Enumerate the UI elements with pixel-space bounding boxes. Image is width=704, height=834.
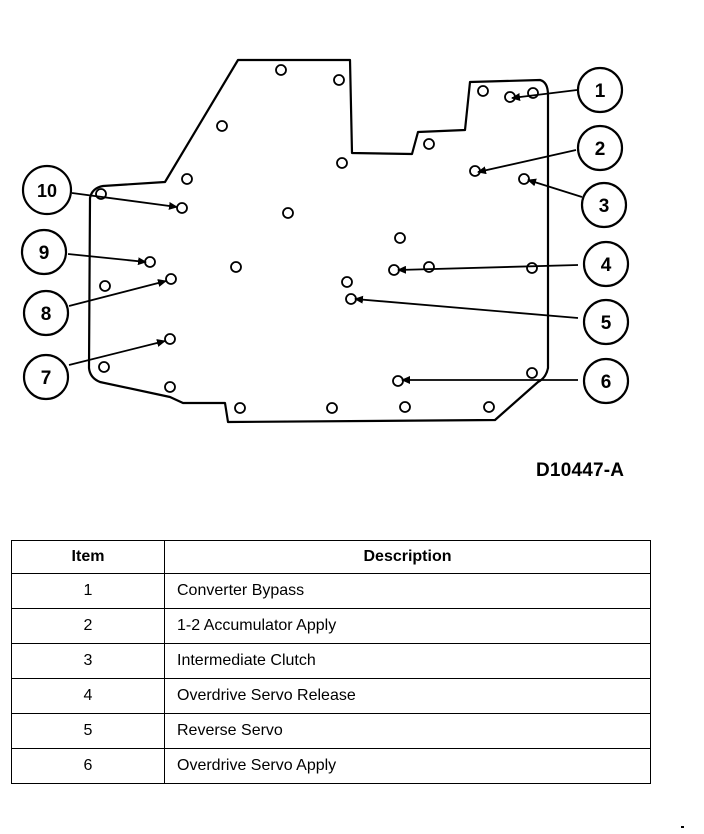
svg-text:10: 10 bbox=[37, 181, 57, 201]
description-cell: Intermediate Clutch bbox=[164, 643, 651, 679]
callout-3: 3 bbox=[580, 181, 628, 229]
callout-4: 4 bbox=[582, 240, 630, 288]
leader-4 bbox=[397, 264, 579, 274]
item-cell: 6 bbox=[11, 748, 165, 784]
table-header-row: Item Description bbox=[11, 540, 651, 574]
svg-text:4: 4 bbox=[601, 255, 612, 276]
callout-9: 9 bbox=[20, 228, 68, 276]
svg-text:9: 9 bbox=[39, 243, 50, 264]
svg-text:1: 1 bbox=[595, 81, 606, 102]
leader-5 bbox=[354, 295, 579, 319]
figure-id: D10447-A bbox=[536, 460, 625, 481]
callout-6: 6 bbox=[582, 357, 630, 405]
header-description: Description bbox=[164, 540, 651, 574]
plate-holes bbox=[95, 64, 539, 414]
svg-text:3: 3 bbox=[599, 196, 610, 217]
callout-2: 2 bbox=[576, 124, 624, 172]
table-row: 2 1-2 Accumulator Apply bbox=[11, 608, 651, 644]
item-cell: 3 bbox=[11, 643, 165, 679]
description-cell: Overdrive Servo Release bbox=[164, 678, 651, 714]
legend-table: Item Description 1 Converter Bypass 2 1-… bbox=[11, 540, 651, 784]
description-cell: Overdrive Servo Apply bbox=[164, 748, 651, 784]
leader-1 bbox=[511, 89, 578, 101]
header-item: Item bbox=[11, 540, 165, 574]
leader-7 bbox=[68, 339, 166, 366]
callout-5: 5 bbox=[582, 298, 630, 346]
table-row: 5 Reverse Servo bbox=[11, 713, 651, 749]
description-cell: 1-2 Accumulator Apply bbox=[164, 608, 651, 644]
svg-text:6: 6 bbox=[601, 372, 612, 393]
callout-10: 10 bbox=[21, 164, 73, 216]
leader-9 bbox=[67, 253, 147, 266]
description-cell: Reverse Servo bbox=[164, 713, 651, 749]
leader-3 bbox=[527, 178, 583, 198]
leader-8 bbox=[68, 279, 167, 307]
svg-text:2: 2 bbox=[595, 139, 606, 160]
item-cell: 5 bbox=[11, 713, 165, 749]
plate-outline bbox=[87, 58, 550, 424]
speck-mark bbox=[681, 826, 684, 828]
svg-text:5: 5 bbox=[601, 313, 612, 334]
svg-text:7: 7 bbox=[41, 368, 52, 389]
callout-7: 7 bbox=[22, 353, 70, 401]
table-row: 3 Intermediate Clutch bbox=[11, 643, 651, 679]
leader-2 bbox=[477, 149, 577, 175]
svg-text:8: 8 bbox=[41, 304, 52, 325]
callout-8: 8 bbox=[22, 289, 70, 337]
leader-10 bbox=[71, 192, 178, 210]
table-row: 1 Converter Bypass bbox=[11, 573, 651, 609]
table-row: 6 Overdrive Servo Apply bbox=[11, 748, 651, 784]
callout-1: 1 bbox=[576, 66, 624, 114]
table-row: 4 Overdrive Servo Release bbox=[11, 678, 651, 714]
item-cell: 1 bbox=[11, 573, 165, 609]
item-cell: 2 bbox=[11, 608, 165, 644]
description-cell: Converter Bypass bbox=[164, 573, 651, 609]
item-cell: 4 bbox=[11, 678, 165, 714]
